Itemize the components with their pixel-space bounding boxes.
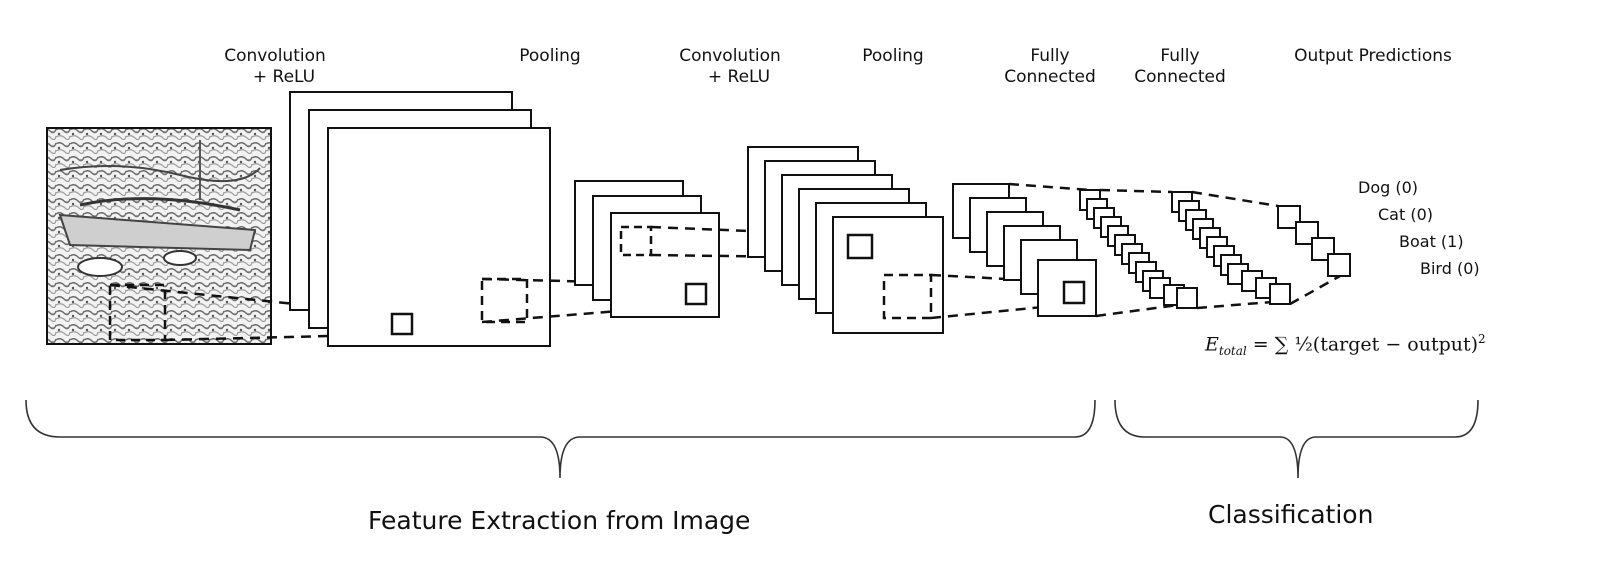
conv2-feature-maps [747, 146, 944, 334]
projection-line [109, 283, 393, 316]
pool1-feature-maps [574, 180, 720, 318]
layer-label-conv2: Convolution+ ReLU [679, 46, 781, 87]
loss-formula: Etotal = ∑ ½(target − output)2 [1205, 332, 1486, 359]
class-label-cat: Cat (0) [1378, 205, 1433, 224]
projection-line [1196, 300, 1273, 310]
boat-photo-icon [58, 140, 261, 277]
projection-line [1191, 190, 1279, 208]
fc1-nodes [1079, 189, 1198, 309]
class-label-dog: Dog (0) [1358, 178, 1419, 197]
layer-label-conv1: Convolution+ ReLU [224, 46, 326, 87]
conv1-feature-maps [289, 91, 551, 347]
projection-line [1099, 188, 1173, 194]
class-label-boat: Boat (1) [1399, 232, 1464, 251]
classification-brace [1114, 399, 1479, 479]
input-image [46, 127, 272, 345]
projection-line [1289, 274, 1341, 306]
projection-line [1008, 182, 1091, 192]
class-label-bird: Bird (0) [1420, 259, 1480, 278]
projection-line [1095, 303, 1179, 318]
output-nodes [1277, 205, 1351, 277]
layer-label-output: Output Predictions [1294, 46, 1452, 66]
layer-label-pool2: Pooling [862, 46, 924, 66]
pool2-feature-maps [952, 183, 1097, 317]
fc2-nodes [1171, 191, 1291, 305]
section-title-classification: Classification [1208, 500, 1374, 529]
feature-extraction-brace [25, 399, 1096, 479]
section-title-feature-extraction: Feature Extraction from Image [368, 506, 751, 535]
layer-label-pool1: Pooling [519, 46, 581, 66]
